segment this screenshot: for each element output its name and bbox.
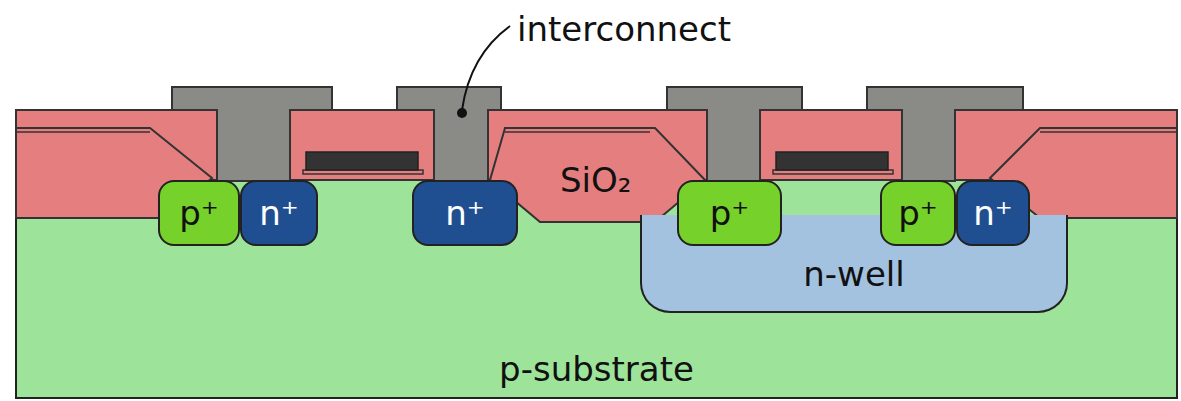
diffusion-region: n⁺ [240,180,318,246]
region-label: p-substrate [499,352,694,386]
interconnect-metal [867,87,1023,181]
gate [776,152,888,170]
region-label: p⁺ [179,196,219,230]
interconnect-metal [172,87,332,181]
diffusion-region: n⁺ [412,180,518,246]
material-label: SiO₂ [560,163,631,197]
diffusion-region: p⁺ [880,180,956,246]
callout-label: interconnect [517,12,731,46]
gate [306,152,418,170]
leader-dot [457,108,467,118]
region-label: p⁺ [898,196,938,230]
substrate-region: p-substraten-wellp⁺p⁺n⁺p⁺n⁺n⁺ [16,180,1177,398]
interconnect-metal [397,87,501,181]
diffusion-region: p⁺ [158,180,240,246]
region-label: n⁺ [259,196,299,230]
diffusion-region: p⁺ [677,180,782,246]
region-label: n⁺ [445,196,485,230]
well-region: n-wellp⁺p⁺n⁺ [640,215,1068,313]
region-label: n⁺ [973,196,1013,230]
region-label: n-well [803,257,904,291]
leader-line [462,26,510,110]
oxide-layer-line [16,131,1177,133]
region-label: p⁺ [710,196,750,230]
interconnect-metal [667,87,802,181]
diffusion-region: n⁺ [956,180,1030,246]
field-oxide [490,128,705,222]
